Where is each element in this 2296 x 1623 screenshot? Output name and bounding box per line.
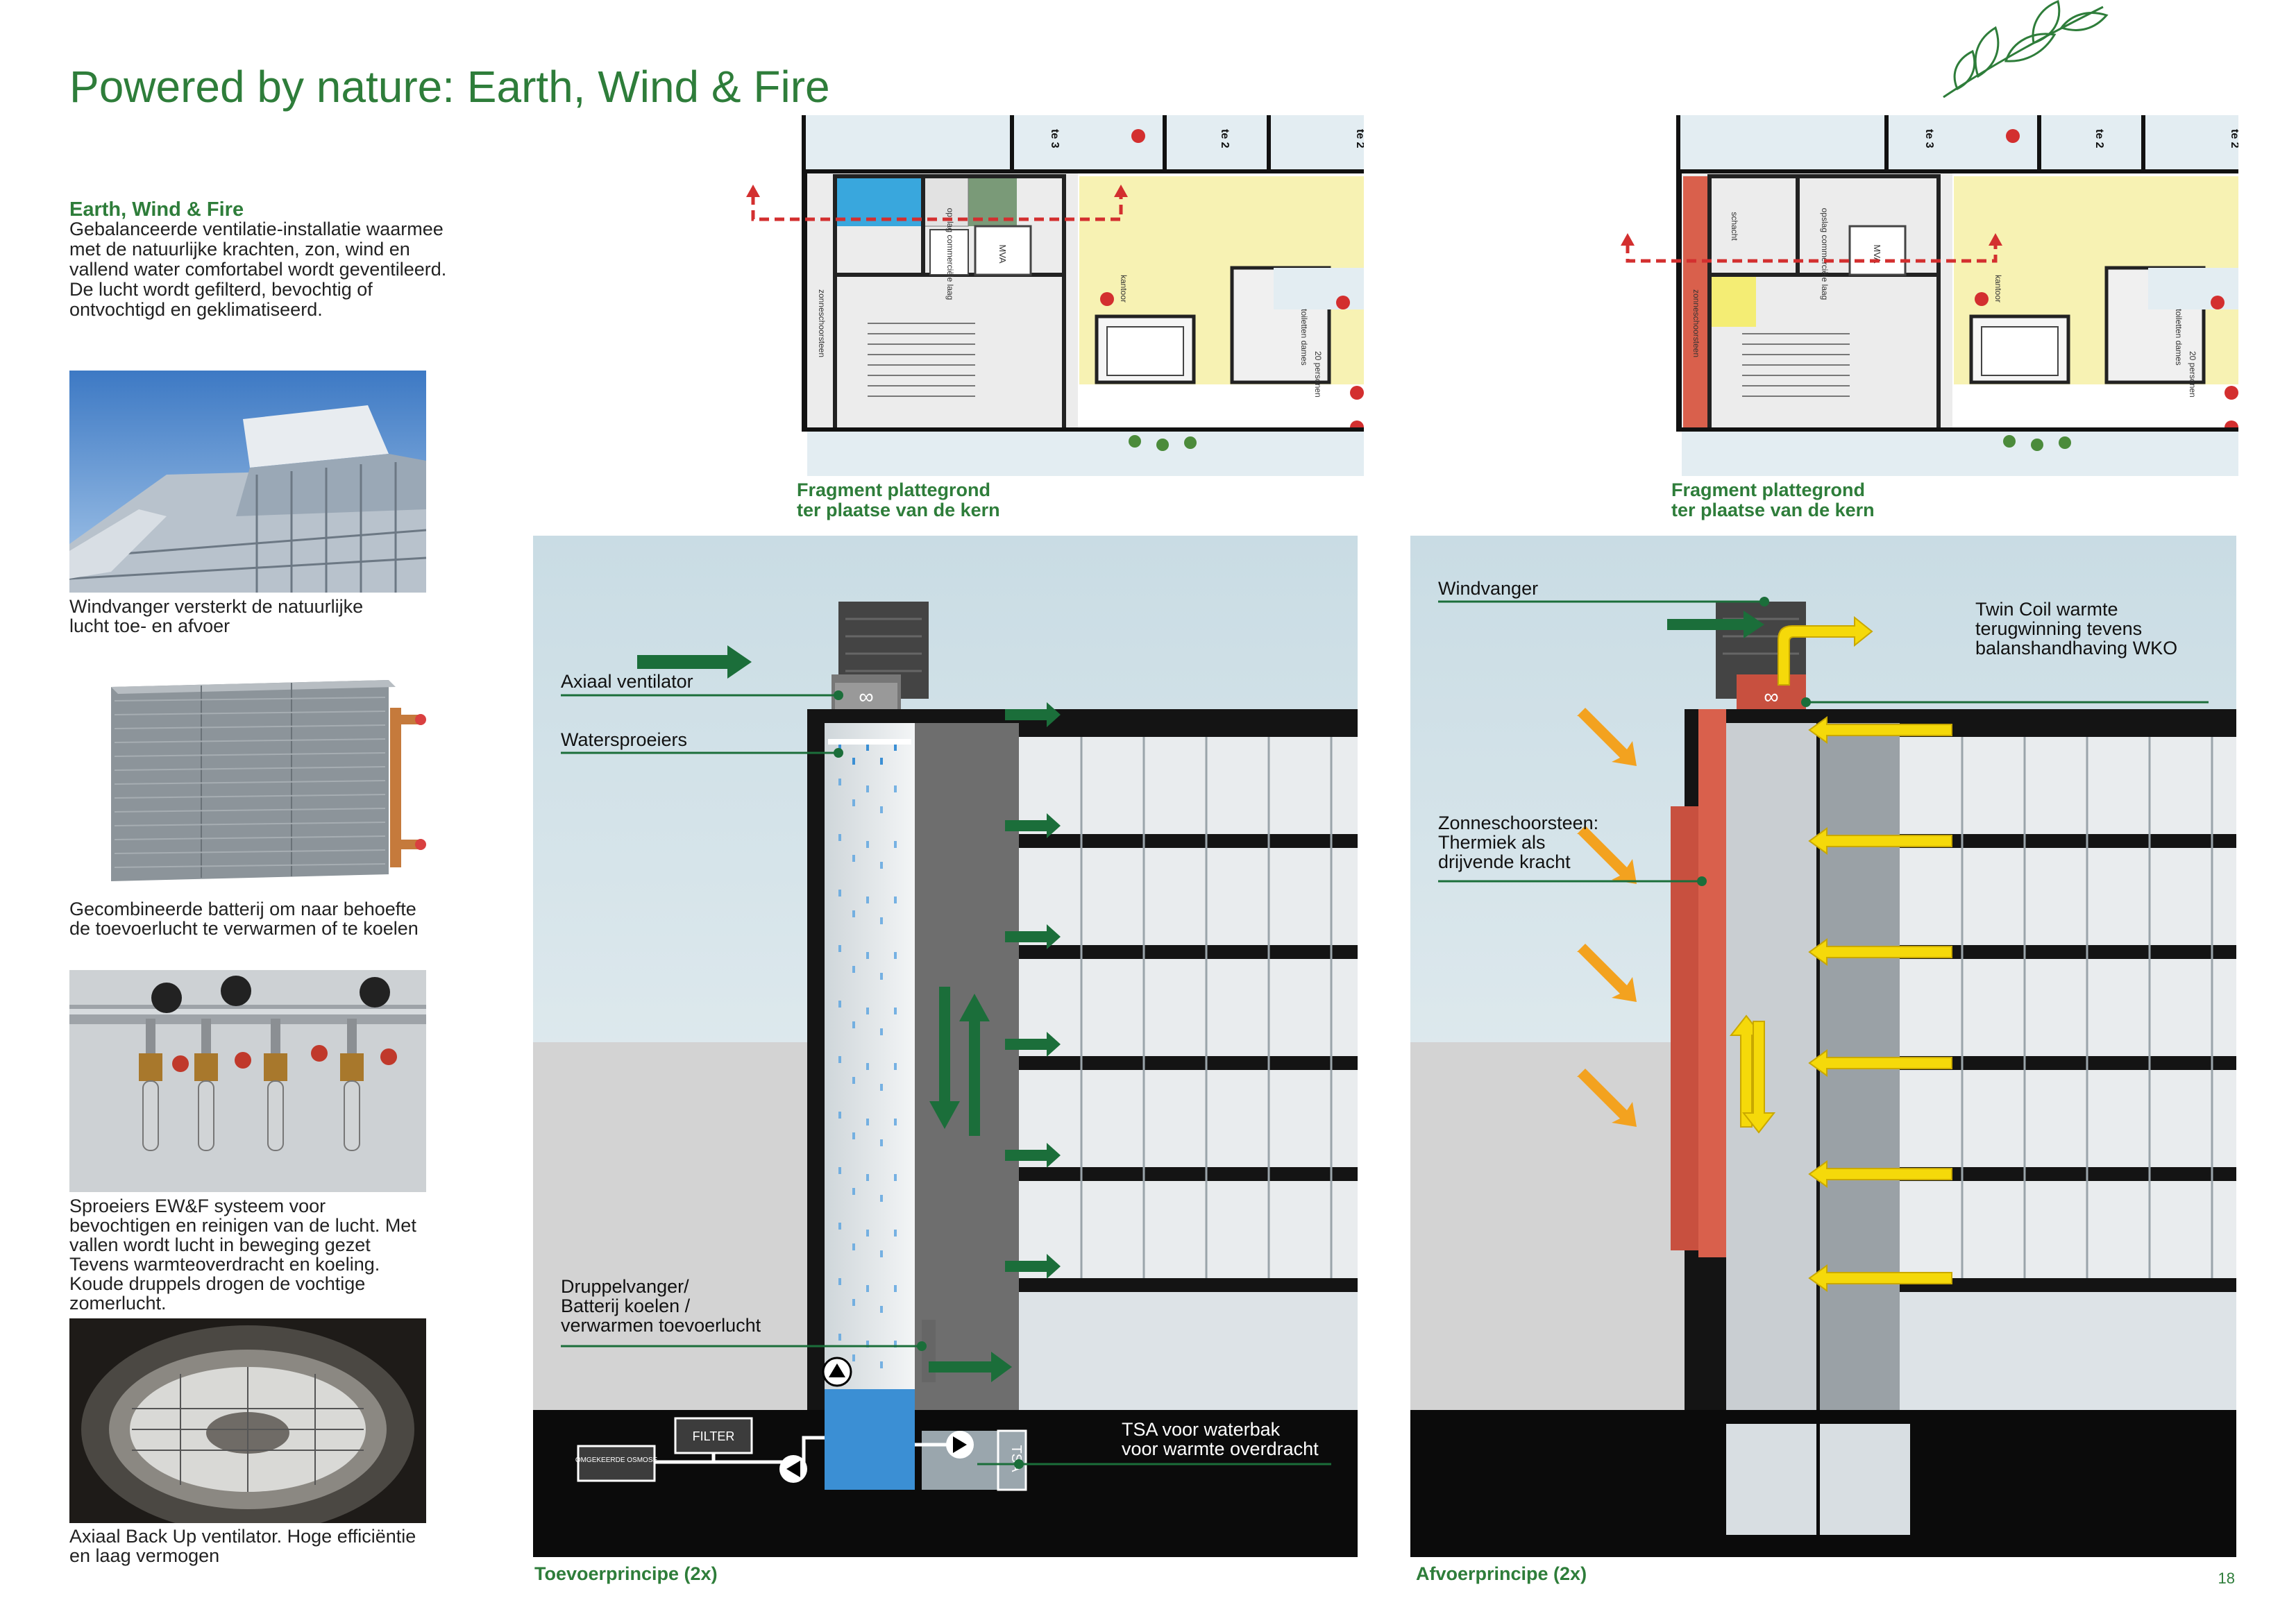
plan-label-personen-r: 20 personen <box>2188 351 2197 398</box>
page-title: Powered by nature: Earth, Wind & Fire <box>69 62 830 112</box>
plan-label-te2a-r: te 2 <box>2093 129 2105 148</box>
label-zonneschoorsteen-3: drijvende kracht <box>1438 851 1571 872</box>
plan-label-opslag: opslag commerciële laag <box>945 208 955 300</box>
photo-caption-2: Gecombineerde batterij om naar behoefte … <box>69 899 419 939</box>
photo-caption-1: Windvanger versterkt de natuurlijke luch… <box>69 596 364 636</box>
label-windvanger: Windvanger <box>1438 578 1539 599</box>
label-axiaal-ventilator: Axiaal ventilator <box>561 671 693 692</box>
plan-label-kantoor-r: kantoor <box>1993 275 2003 303</box>
label-druppelvanger-2: Batterij koelen / <box>561 1295 691 1316</box>
plan-label-te2a: te 2 <box>1219 129 1231 148</box>
plan-label-opslag-r: opslag commerciële laag <box>1820 208 1830 300</box>
label-tsa-2: voor warmte overdracht <box>1122 1438 1319 1459</box>
label-tsa-1: TSA voor waterbak <box>1122 1419 1281 1440</box>
coil-battery-photo <box>69 666 426 895</box>
axial-fan-photo <box>69 1318 426 1523</box>
floor-plan-left: MVA toiletten dames kantoor opslag comme… <box>746 115 1366 476</box>
plan-label-zonneschoorsteen: zonneschoorsteen <box>817 289 827 357</box>
svg-text:∞: ∞ <box>1764 686 1778 708</box>
exhaust-section-diagram: ∞ <box>1410 536 2236 1557</box>
intro-body: Gebalanceerde ventilatie-installatie waa… <box>69 219 447 320</box>
plan-label-personen: 20 personen <box>1313 351 1323 398</box>
supply-section-diagram: ∞ <box>533 536 1358 1557</box>
caption-toevoerprincipe: Toevoerprincipe (2x) <box>534 1563 718 1584</box>
svg-text:∞: ∞ <box>859 686 873 708</box>
label-zonneschoorsteen-1: Zonneschoorsteen: <box>1438 813 1599 833</box>
plan-label-zonneschoorsteen-r: zonneschoorsteen <box>1691 289 1701 357</box>
label-druppelvanger-3: verwarmen toevoerlucht <box>561 1315 761 1336</box>
plan-label-te3: te 3 <box>1049 129 1061 148</box>
plan-label-kantoor: kantoor <box>1119 275 1129 303</box>
plan-label-toiletten-r: toiletten dames <box>2174 309 2184 365</box>
plan-caption-left-1: Fragment plattegrond <box>797 479 991 500</box>
plan-label-te2b-r: te 2 <box>2229 129 2238 148</box>
label-twin-coil-3: balanshandhaving WKO <box>1975 638 2178 658</box>
leaf-branch-icon <box>1943 0 2109 99</box>
plan-label-te2b: te 2 <box>1354 129 1364 148</box>
label-twin-coil-2: terugwinning tevens <box>1975 618 2143 639</box>
sprinklers-photo <box>69 970 426 1192</box>
caption-afvoerprincipe: Afvoerprincipe (2x) <box>1416 1563 1587 1584</box>
plan-label-te3-r: te 3 <box>1923 129 1935 148</box>
windcatcher-photo <box>69 371 426 593</box>
plan-caption-right-1: Fragment plattegrond <box>1671 479 1866 500</box>
plan-label-mva-r: MVA <box>1872 244 1882 264</box>
photo-caption-3: Sproeiers EW&F systeem voor bevochtigen … <box>69 1196 416 1314</box>
plan-label-toiletten: toiletten dames <box>1299 309 1309 365</box>
plan-label-mva: MVA <box>997 244 1008 264</box>
label-twin-coil-1: Twin Coil warmte <box>1975 599 2118 620</box>
label-druppelvanger-1: Druppelvanger/ <box>561 1276 689 1297</box>
label-watersproeiers: Watersproeiers <box>561 729 688 750</box>
intro-heading: Earth, Wind & Fire <box>69 198 244 221</box>
floor-plan-right: MVA toiletten dames kantoor opslag comme… <box>1621 115 2240 476</box>
label-zonneschoorsteen-2: Thermiek als <box>1438 832 1546 853</box>
plan-caption-left-2: ter plaatse van de kern <box>797 500 1000 520</box>
filter-label: FILTER <box>693 1429 735 1443</box>
plan-caption-right-2: ter plaatse van de kern <box>1671 500 1875 520</box>
osmose-label: OMGEKEERDE OSMOSE <box>575 1456 658 1464</box>
plan-label-schacht: schacht <box>1730 212 1739 241</box>
page-number: 18 <box>2218 1570 2235 1587</box>
photo-caption-4: Axiaal Back Up ventilator. Hoge efficiën… <box>69 1526 416 1566</box>
tsa-box-label: TSA <box>1008 1445 1024 1473</box>
